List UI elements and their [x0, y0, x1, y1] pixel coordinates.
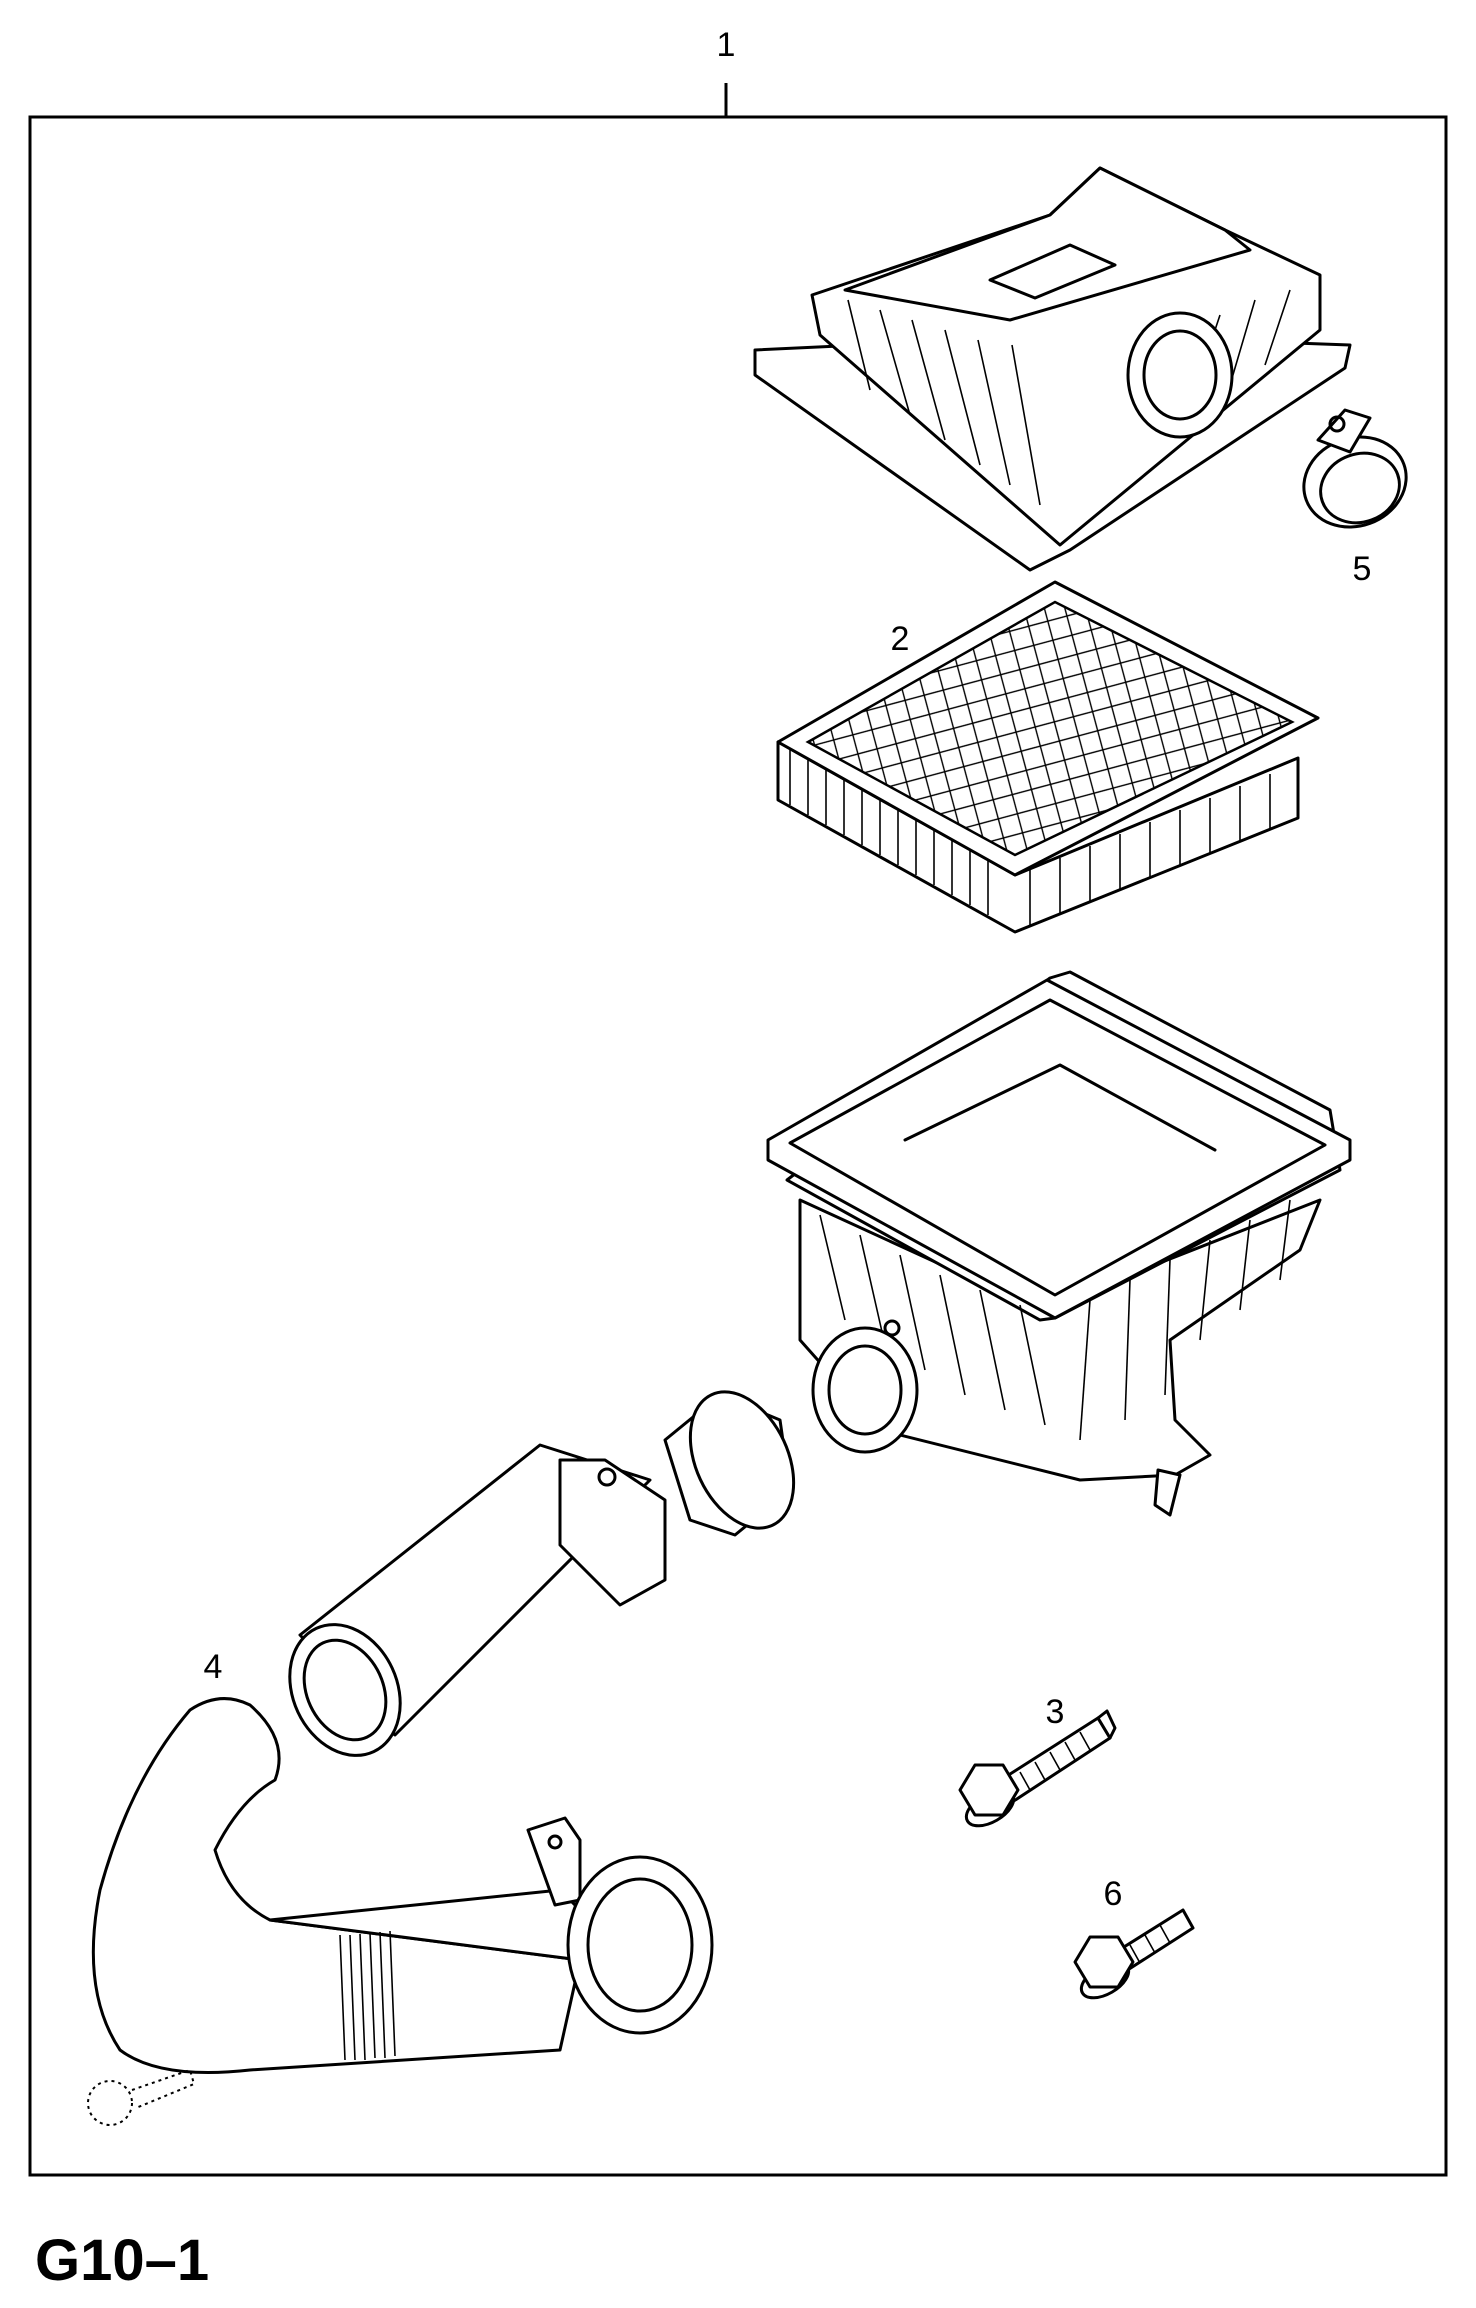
bolt-short: [1073, 1908, 1195, 2000]
air-filter-element: [776, 580, 1320, 934]
intake-tube: [288, 1390, 796, 1757]
callout-3: 3: [1046, 1693, 1065, 1731]
outlet-duct: [87, 1697, 714, 2126]
bolt-long: [958, 1709, 1117, 1828]
assembly-frame: [28, 115, 1448, 2177]
air-cleaner-cover: [753, 166, 1352, 572]
callout-1: 1: [717, 26, 736, 64]
fastener-phantom: [87, 2068, 196, 2126]
callout-2: 2: [891, 620, 910, 658]
callout-4: 4: [204, 1648, 223, 1686]
callout-6: 6: [1104, 1875, 1123, 1913]
hose-clamp: [1302, 408, 1408, 529]
air-cleaner-housing: [766, 970, 1352, 1517]
callout-5: 5: [1353, 550, 1372, 588]
sheet-id: G10–1: [35, 2228, 209, 2293]
